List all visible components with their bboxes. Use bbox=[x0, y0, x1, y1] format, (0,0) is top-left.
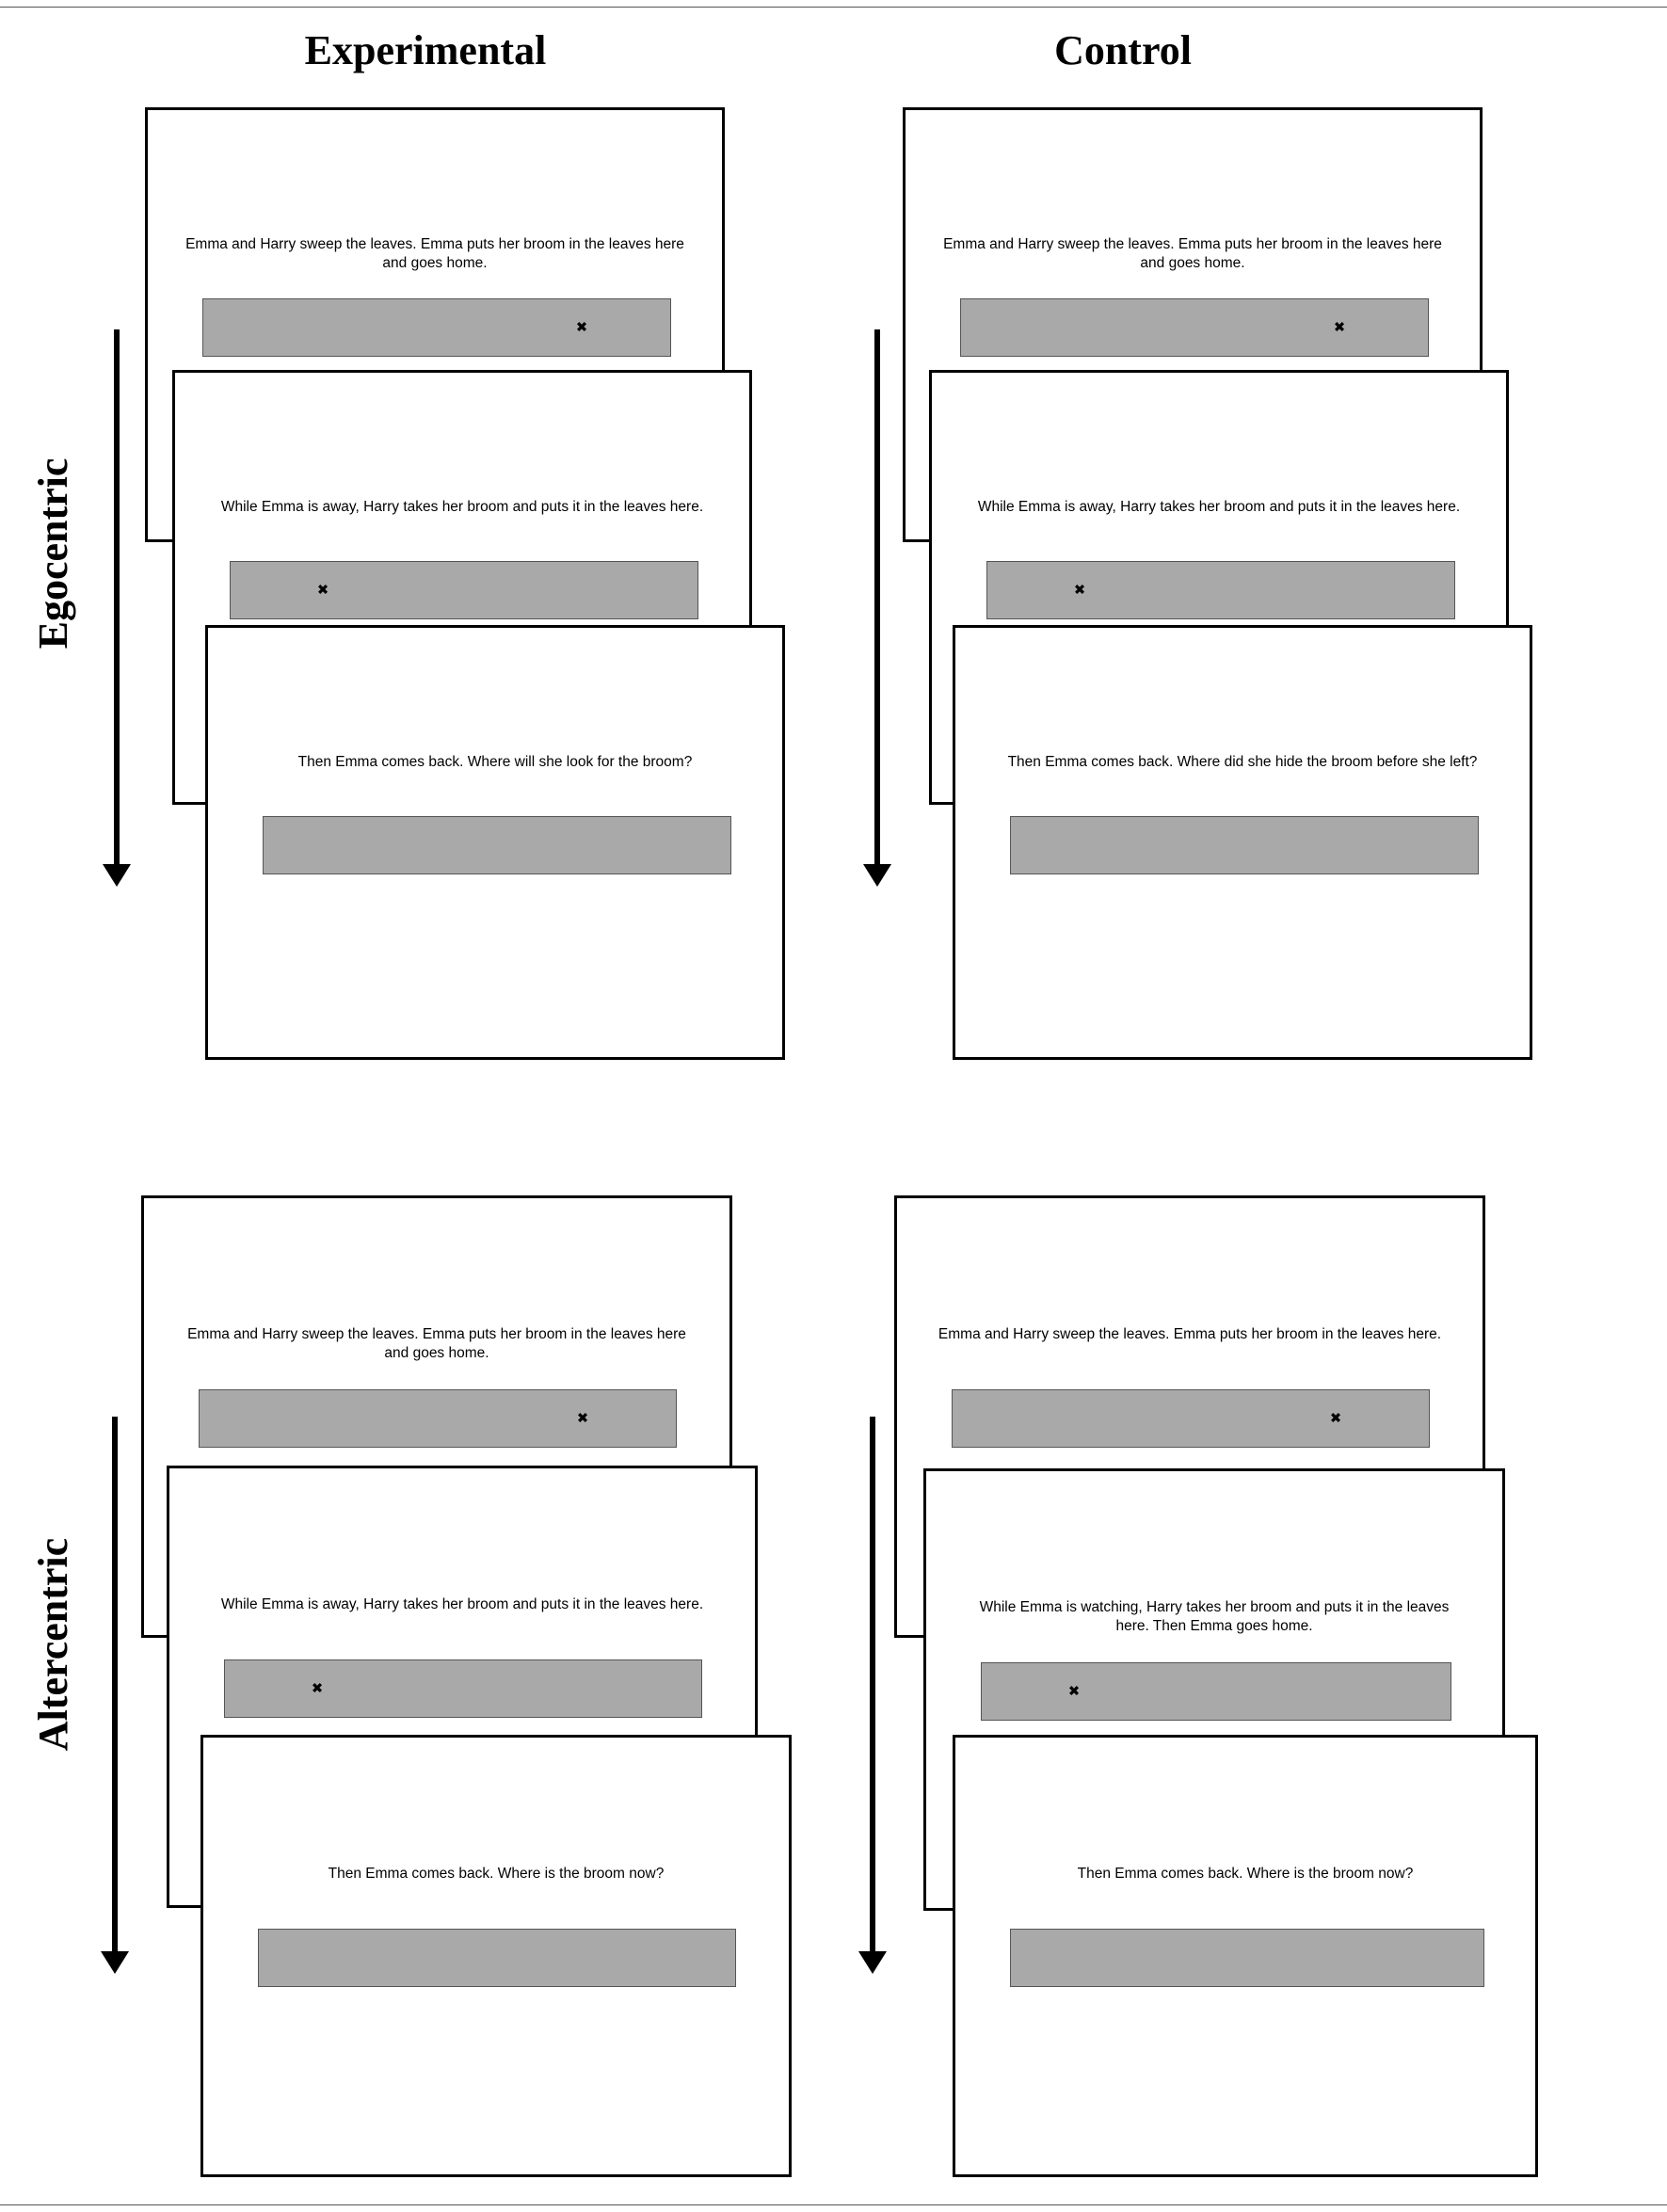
card-text: While Emma is watching, Harry takes her … bbox=[979, 1599, 1450, 1634]
broom-location-marker-icon: ✖ bbox=[1333, 318, 1346, 336]
card-text: Then Emma comes back. Where will she loo… bbox=[297, 754, 693, 770]
row-title-altercentric: Altercentric bbox=[30, 1537, 76, 1752]
time-arrow-altercentric-control bbox=[858, 1417, 887, 1974]
broom-location-marker-icon: ✖ bbox=[1067, 1682, 1081, 1700]
card-text: Emma and Harry sweep the leaves. Emma pu… bbox=[943, 236, 1442, 271]
location-bar: ✖ bbox=[199, 1389, 677, 1448]
location-bar bbox=[1010, 1929, 1484, 1987]
trial-card-3: Then Emma comes back. Where will she loo… bbox=[205, 625, 785, 1060]
broom-location-marker-icon: ✖ bbox=[575, 318, 588, 336]
bottom-rule bbox=[0, 2204, 1667, 2205]
location-bar: ✖ bbox=[224, 1659, 702, 1718]
trial-card-3: Then Emma comes back. Where did she hide… bbox=[953, 625, 1532, 1060]
trial-card-3: Then Emma comes back. Where is the broom… bbox=[953, 1735, 1538, 2177]
card-text: While Emma is away, Harry takes her broo… bbox=[220, 1596, 704, 1612]
card-text: While Emma is away, Harry takes her broo… bbox=[220, 499, 704, 515]
location-bar bbox=[263, 816, 731, 874]
location-bar: ✖ bbox=[981, 1662, 1451, 1721]
time-arrow-egocentric-control bbox=[863, 329, 891, 887]
location-bar: ✖ bbox=[202, 298, 671, 357]
card-text: While Emma is away, Harry takes her broo… bbox=[977, 499, 1461, 515]
broom-location-marker-icon: ✖ bbox=[576, 1409, 589, 1427]
broom-location-marker-icon: ✖ bbox=[316, 581, 329, 599]
location-bar: ✖ bbox=[960, 298, 1429, 357]
column-title-experimental: Experimental bbox=[304, 27, 547, 73]
broom-location-marker-icon: ✖ bbox=[1073, 581, 1086, 599]
card-text: Emma and Harry sweep the leaves. Emma pu… bbox=[938, 1326, 1442, 1342]
card-text: Emma and Harry sweep the leaves. Emma pu… bbox=[185, 236, 684, 271]
card-text: Then Emma comes back. Where did she hide… bbox=[1007, 754, 1478, 770]
time-arrow-altercentric-experimental bbox=[101, 1417, 129, 1974]
row-title-egocentric: Egocentric bbox=[30, 457, 76, 649]
card-text: Emma and Harry sweep the leaves. Emma pu… bbox=[187, 1326, 686, 1361]
column-title-control: Control bbox=[1054, 27, 1192, 73]
location-bar bbox=[258, 1929, 736, 1987]
broom-location-marker-icon: ✖ bbox=[311, 1679, 324, 1697]
top-rule bbox=[0, 7, 1667, 8]
location-bar: ✖ bbox=[952, 1389, 1430, 1448]
trial-card-3: Then Emma comes back. Where is the broom… bbox=[200, 1735, 792, 2177]
location-bar bbox=[1010, 816, 1479, 874]
location-bar: ✖ bbox=[230, 561, 698, 619]
time-arrow-egocentric-experimental bbox=[103, 329, 131, 887]
location-bar: ✖ bbox=[986, 561, 1455, 619]
broom-location-marker-icon: ✖ bbox=[1329, 1409, 1342, 1427]
card-text: Then Emma comes back. Where is the broom… bbox=[1077, 1866, 1414, 1882]
card-text: Then Emma comes back. Where is the broom… bbox=[328, 1866, 665, 1882]
